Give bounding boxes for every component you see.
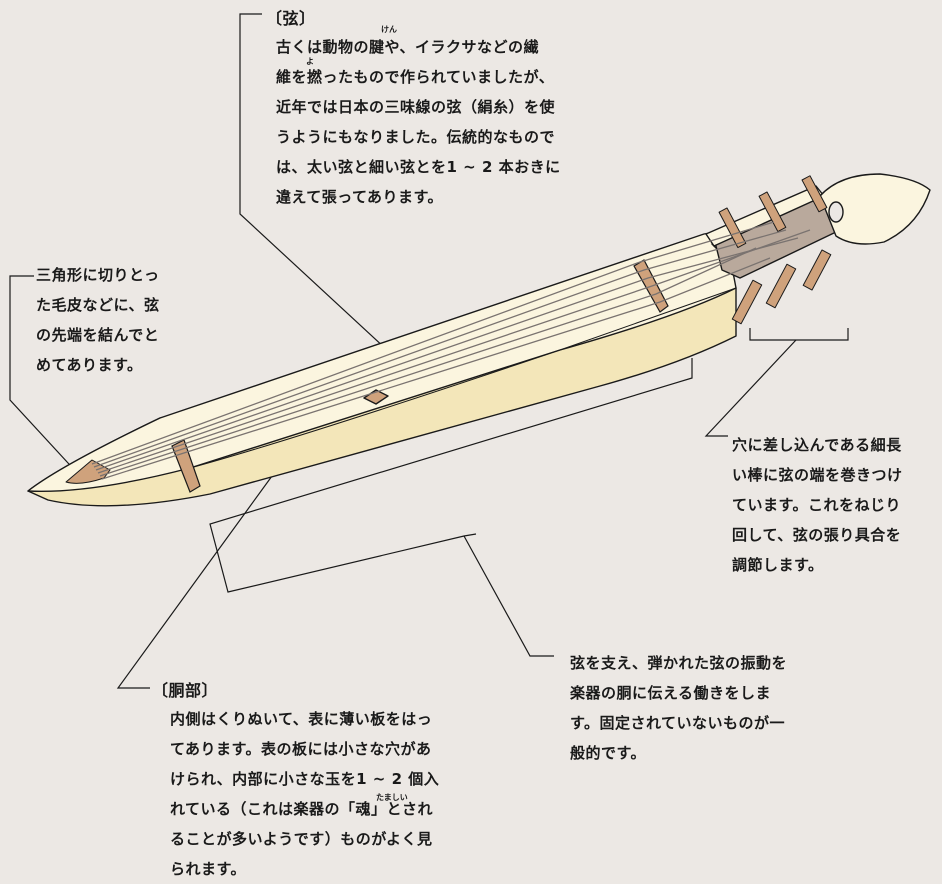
pegs-line: い棒に弦の端を巻きつけ	[732, 466, 903, 484]
string	[93, 229, 787, 468]
body-line: てあります。表の板には小さな穴があ	[170, 740, 432, 758]
peg	[731, 279, 763, 325]
scroll-hole	[828, 201, 844, 223]
bridge-lower	[171, 439, 201, 493]
bridges-leader	[463, 535, 554, 657]
peg	[801, 175, 828, 213]
bridges-bracket	[209, 358, 693, 593]
body-line: けられ、内部に小さな玉を1 ~ 2 個入	[170, 770, 440, 788]
body-leader	[116, 475, 273, 689]
string-end-leader	[9, 275, 81, 477]
body-edge	[189, 287, 737, 469]
string	[101, 257, 771, 480]
ruby-ken: けん	[381, 25, 397, 34]
peg-head	[705, 173, 931, 325]
strings-leader	[239, 13, 453, 411]
strings-line: うようにもなりました。伝統的なもので	[276, 128, 556, 146]
string-end-line: た毛皮などに、弦	[36, 296, 160, 314]
peg	[765, 263, 797, 309]
pegs-line: 穴に差し込んである細長	[732, 436, 902, 454]
strings-heading: 〔弦〕	[266, 9, 316, 28]
peg	[718, 207, 747, 249]
peg	[758, 191, 787, 233]
body-line: 内側はくりぬいて、表に薄い板をはっ	[170, 710, 433, 728]
pegs-line: 回して、弦の張り具合を	[732, 526, 902, 544]
ruby-yo: よ	[306, 57, 314, 66]
strings-line: 維を撚ったもので作られていましたが、	[276, 68, 555, 86]
string-end-line: めてあります。	[36, 356, 143, 374]
pegs-bracket	[749, 328, 849, 341]
string	[91, 221, 775, 465]
string	[99, 247, 757, 477]
bridges-line: 般的です。	[570, 744, 647, 762]
body-heading: 〔胴部〕	[152, 681, 219, 700]
pegs-leader	[704, 339, 797, 437]
bridges-annotation: 弦を支え、弾かれた弦の振動を 楽器の胴に伝える働きをしま す。固定されていないも…	[570, 648, 787, 768]
pegs-line: 調節します。	[732, 556, 824, 574]
pegs-annotation: 穴に差し込んである細長 い棒に弦の端を巻きつけ ています。これをねじり 回して、…	[732, 430, 903, 580]
ruby-tamashii: たましい	[376, 793, 408, 802]
bridges-line: 弦を支え、弾かれた弦の振動を	[570, 654, 788, 672]
strings	[91, 221, 811, 480]
string-end-line: 三角形に切りとっ	[36, 266, 160, 284]
body-line: られます。	[170, 860, 247, 878]
pegs-line: ています。これをねじり	[732, 496, 902, 514]
peg	[802, 249, 832, 291]
body-line: ることが多いようです）ものがよく見	[170, 830, 433, 848]
pegs	[718, 175, 832, 325]
strings-line: は、太い弦と細い弦とを1 ~ 2 本おきに	[276, 158, 561, 176]
strings-line: 近年では日本の三味線の弦（絹糸）を使	[276, 98, 556, 116]
bridges-line: す。固定されていないものが一	[570, 714, 786, 732]
string	[97, 229, 811, 474]
string-end-line: の先端を結んでと	[36, 326, 160, 344]
leader-lines	[9, 13, 849, 689]
strings-line: 違えて張ってあります。	[276, 188, 444, 206]
body-line: れている（これは楽器の「魂」とされ	[170, 800, 434, 818]
body-annotation: 〔胴部〕 内側はくりぬいて、表に薄い板をはっ てあります。表の板には小さな穴があ…	[152, 678, 440, 884]
strings-annotation: 〔弦〕 古くは動物の腱や、イラクサなどの繊 維を撚ったもので作られていましたが、…	[266, 6, 561, 212]
string-end-annotation: 三角形に切りとっ た毛皮などに、弦 の先端を結んでと めてあります。	[36, 260, 160, 380]
scroll-head	[819, 173, 931, 245]
bridges-line: 楽器の胴に伝える働きをしま	[570, 684, 772, 702]
strings-line: 古くは動物の腱や、イラクサなどの繊	[276, 38, 540, 56]
sound-hole	[363, 389, 389, 405]
